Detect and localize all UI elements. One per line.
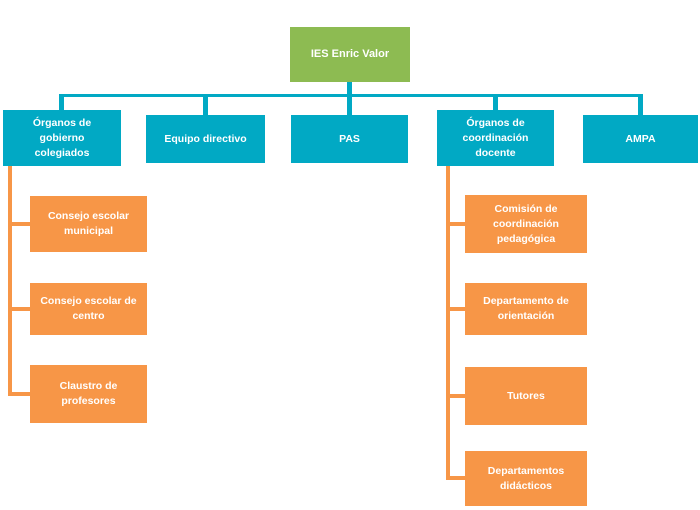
connector-drop-ampa xyxy=(638,94,643,115)
connector-drop-gobierno xyxy=(59,94,64,110)
connector-drop-equipo xyxy=(203,94,208,115)
node-ies-enric-valor[interactable]: IES Enric Valor xyxy=(290,27,410,82)
connector-stub-tutores xyxy=(446,394,465,398)
connector-stub-consejo-centro xyxy=(8,307,30,311)
connector-stub-comision xyxy=(446,222,465,226)
node-pas[interactable]: PAS xyxy=(291,115,408,163)
connector-drop-coordinacion xyxy=(493,94,498,110)
connector-stub-departamentos xyxy=(446,476,465,480)
node-comision-coordinacion-pedagogica[interactable]: Comisión de coordinación pedagógica xyxy=(465,195,587,253)
connector-stub-orientacion xyxy=(446,307,465,311)
node-claustro-profesores[interactable]: Claustro de profesores xyxy=(30,365,147,423)
connector-stub-consejo-municipal xyxy=(8,222,30,226)
node-consejo-escolar-centro[interactable]: Consejo escolar de centro xyxy=(30,283,147,335)
connector-stub-claustro xyxy=(8,392,30,396)
node-departamentos-didacticos[interactable]: Departamentos didácticos xyxy=(465,451,587,506)
node-equipo-directivo[interactable]: Equipo directivo xyxy=(146,115,265,163)
node-organos-coordinacion-docente[interactable]: Órganos de coordinación docente xyxy=(437,110,554,166)
node-departamento-orientacion[interactable]: Departamento de orientación xyxy=(465,283,587,335)
connector-level2-rail xyxy=(59,94,643,97)
node-consejo-escolar-municipal[interactable]: Consejo escolar municipal xyxy=(30,196,147,252)
connector-right-spine xyxy=(446,166,450,480)
node-organos-gobierno-colegiados[interactable]: Órganos de gobierno colegiados xyxy=(3,110,121,166)
node-tutores[interactable]: Tutores xyxy=(465,367,587,425)
connector-root-riser xyxy=(347,82,352,115)
connector-left-spine xyxy=(8,166,12,396)
node-ampa[interactable]: AMPA xyxy=(583,115,698,163)
